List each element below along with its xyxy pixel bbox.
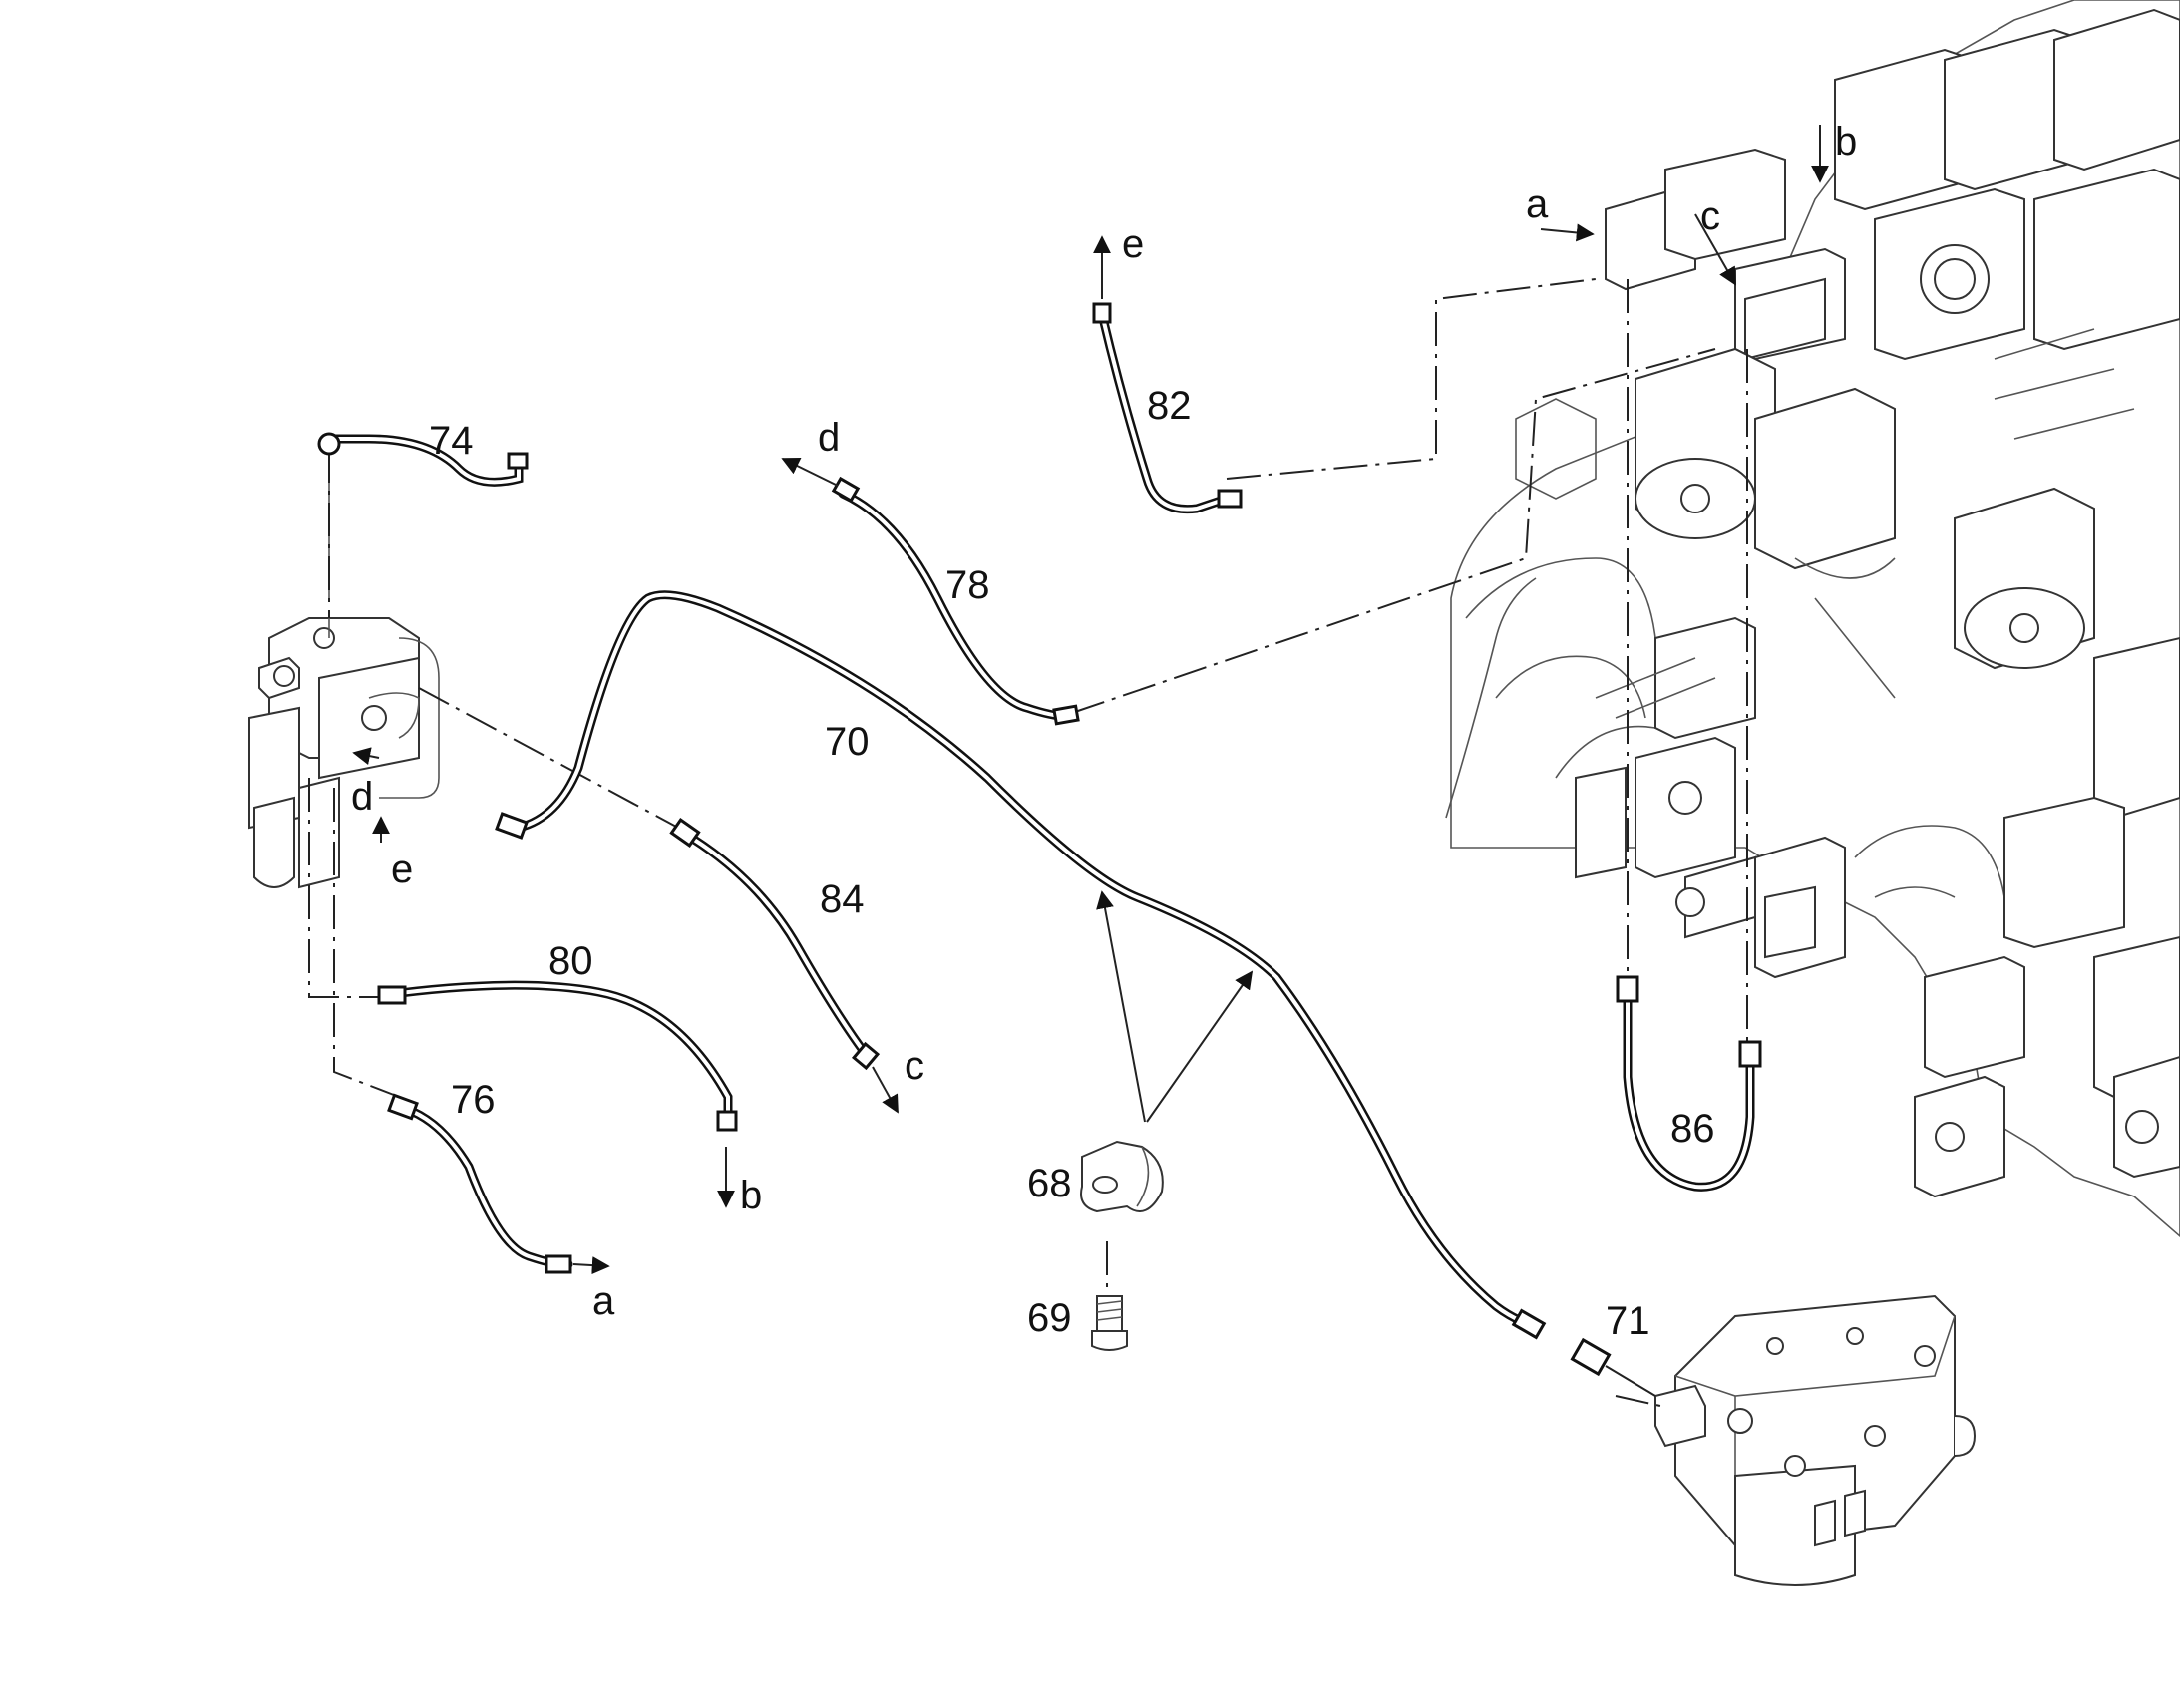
connection-lines — [308, 278, 1748, 1407]
bolt-69 — [1091, 1295, 1128, 1351]
left-valve-block — [248, 439, 440, 889]
label-86: 86 — [1670, 1107, 1715, 1151]
hose-74 — [317, 432, 529, 487]
clamp-68 — [1080, 1140, 1164, 1213]
part-labels: 74 82 78 70 84 80 76 68 69 71 86 — [429, 384, 1715, 1343]
letter-b-mid: b — [740, 1174, 762, 1217]
connection-letters: e d c b a d e a b c — [351, 120, 1857, 1323]
hose-78 — [831, 476, 1080, 726]
label-76: 76 — [451, 1078, 496, 1122]
label-80: 80 — [548, 939, 593, 983]
letter-a-bottom: a — [592, 1279, 615, 1323]
letter-a-right: a — [1526, 182, 1549, 226]
label-82: 82 — [1147, 384, 1192, 428]
bottom-right-valve-block — [1654, 1294, 1977, 1586]
letter-d-left: d — [351, 775, 373, 819]
hose-76 — [387, 1093, 573, 1274]
hose-86 — [1616, 975, 1762, 1192]
label-78: 78 — [945, 563, 990, 607]
hoses — [317, 302, 1762, 1397]
letter-c-right: c — [1700, 194, 1720, 238]
letter-e-top: e — [1122, 222, 1144, 266]
letter-c-mid: c — [905, 1044, 924, 1088]
hose-70 — [495, 590, 1547, 1340]
label-74: 74 — [429, 419, 474, 463]
label-71: 71 — [1606, 1299, 1650, 1343]
hose-84 — [669, 818, 881, 1071]
connection-arrows — [352, 125, 1829, 1275]
letter-d-top: d — [818, 416, 840, 460]
label-70: 70 — [825, 720, 870, 764]
label-84: 84 — [820, 877, 865, 921]
pump-assembly — [1445, 0, 2180, 1238]
label-68: 68 — [1027, 1162, 1072, 1205]
letter-e-left: e — [391, 848, 413, 891]
letter-b-right: b — [1835, 120, 1857, 164]
leader-arrows — [1096, 890, 1254, 1123]
label-69: 69 — [1027, 1296, 1072, 1340]
hose-82 — [1092, 302, 1243, 514]
hose-71-fitting — [1570, 1337, 1656, 1397]
hose-80 — [377, 980, 738, 1132]
